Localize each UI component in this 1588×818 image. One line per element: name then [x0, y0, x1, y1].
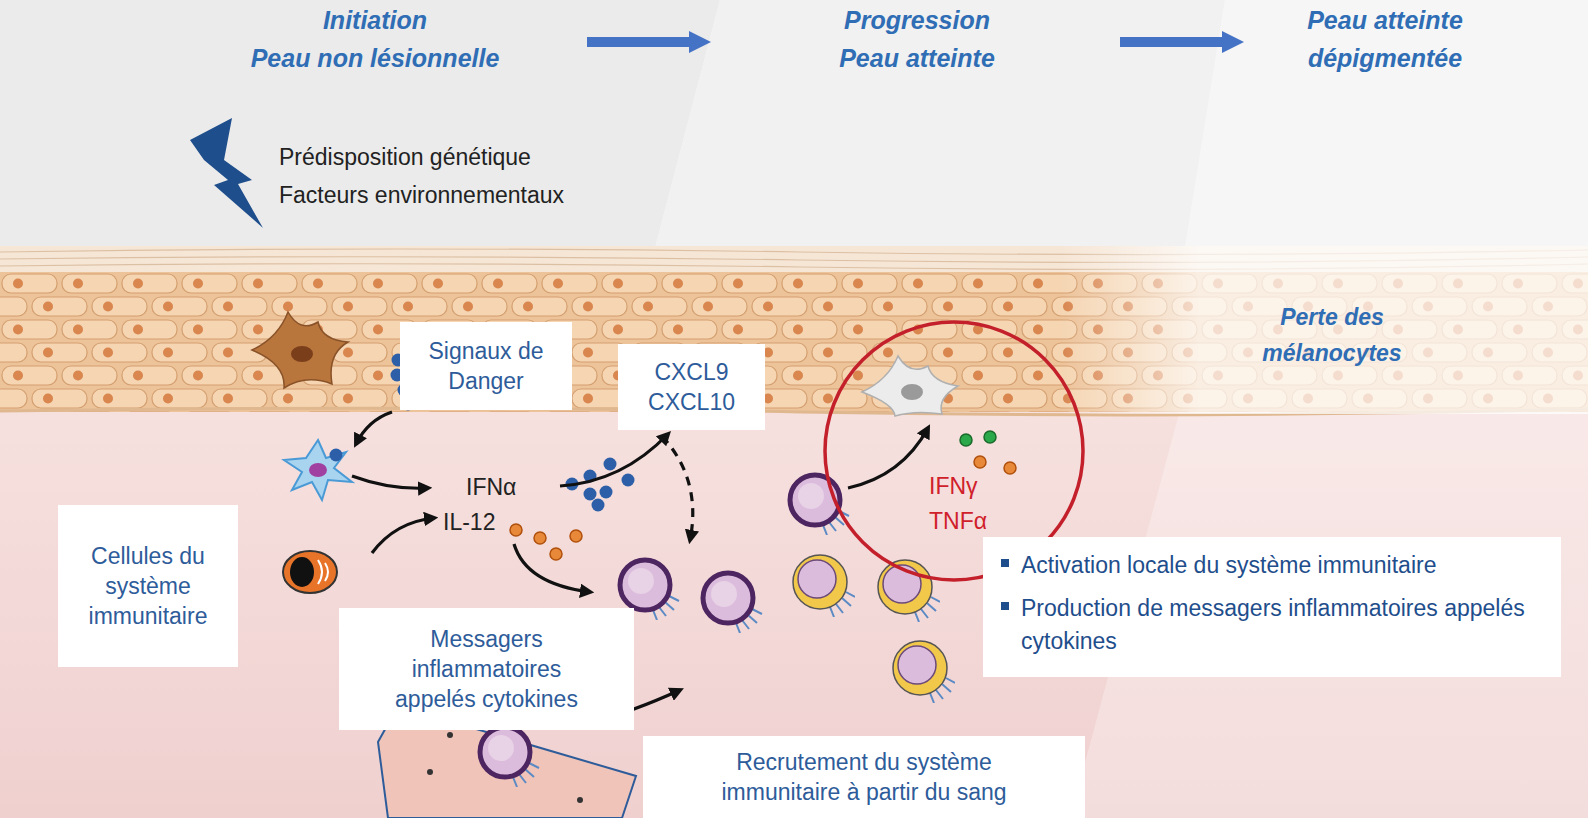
box-content: Cellules du système immunitaire — [86, 541, 211, 631]
box-text: Recrutement du système immunitaire à par… — [684, 747, 1044, 807]
stage-subtitle: Peau atteinte — [767, 43, 1067, 73]
bullet-square — [1001, 602, 1009, 610]
label-box: Messagers inflammatoires appelés cytokin… — [339, 608, 634, 730]
cytokine-label: IFNα — [466, 472, 546, 502]
box-text: Signaux de Danger — [416, 336, 556, 396]
annotation-text: Perte des mélanocytes — [1247, 299, 1417, 371]
box-text: Messagers inflammatoires appelés cytokin… — [379, 624, 594, 714]
factor-text: Prédisposition génétique — [279, 142, 679, 172]
stage-subtitle: Peau non lésionnelle — [215, 43, 535, 73]
bullet-square — [1001, 559, 1009, 567]
cytokine-text: IFNγ TNFα — [929, 469, 1009, 539]
bullet-text: Production de messagers inflammatoires a… — [1021, 592, 1541, 658]
bullet-box: Activation locale du système immunitaire… — [983, 537, 1561, 677]
box-text: Cellules du système immunitaire — [86, 541, 211, 631]
factor-text: Facteurs environnementaux — [279, 180, 679, 210]
cytokine-label: IL-12 — [443, 507, 523, 537]
bullet-text: Activation locale du système immunitaire — [1021, 549, 1541, 582]
label-box: CXCL9 CXCL10 — [618, 344, 765, 430]
box-content: CXCL9 CXCL10 — [642, 357, 742, 417]
stage-title: Peau atteinte — [1235, 5, 1535, 35]
bullet-row: Activation locale du système immunitaire — [1001, 549, 1547, 582]
label-box: Cellules du système immunitaire — [58, 505, 238, 667]
box-content: Signaux de Danger — [416, 336, 556, 396]
box-content: Recrutement du système immunitaire à par… — [684, 747, 1044, 807]
stage-subtitle: dépigmentée — [1235, 43, 1535, 73]
label-box: Signaux de Danger — [400, 322, 572, 410]
stage-title: Progression — [767, 5, 1067, 35]
label-box: Recrutement du système immunitaire à par… — [643, 736, 1085, 818]
box-text: CXCL9 CXCL10 — [642, 357, 742, 417]
bullet-row: Production de messagers inflammatoires a… — [1001, 592, 1547, 658]
stage-title: Initiation — [225, 5, 525, 35]
box-content: Messagers inflammatoires appelés cytokin… — [379, 624, 594, 714]
